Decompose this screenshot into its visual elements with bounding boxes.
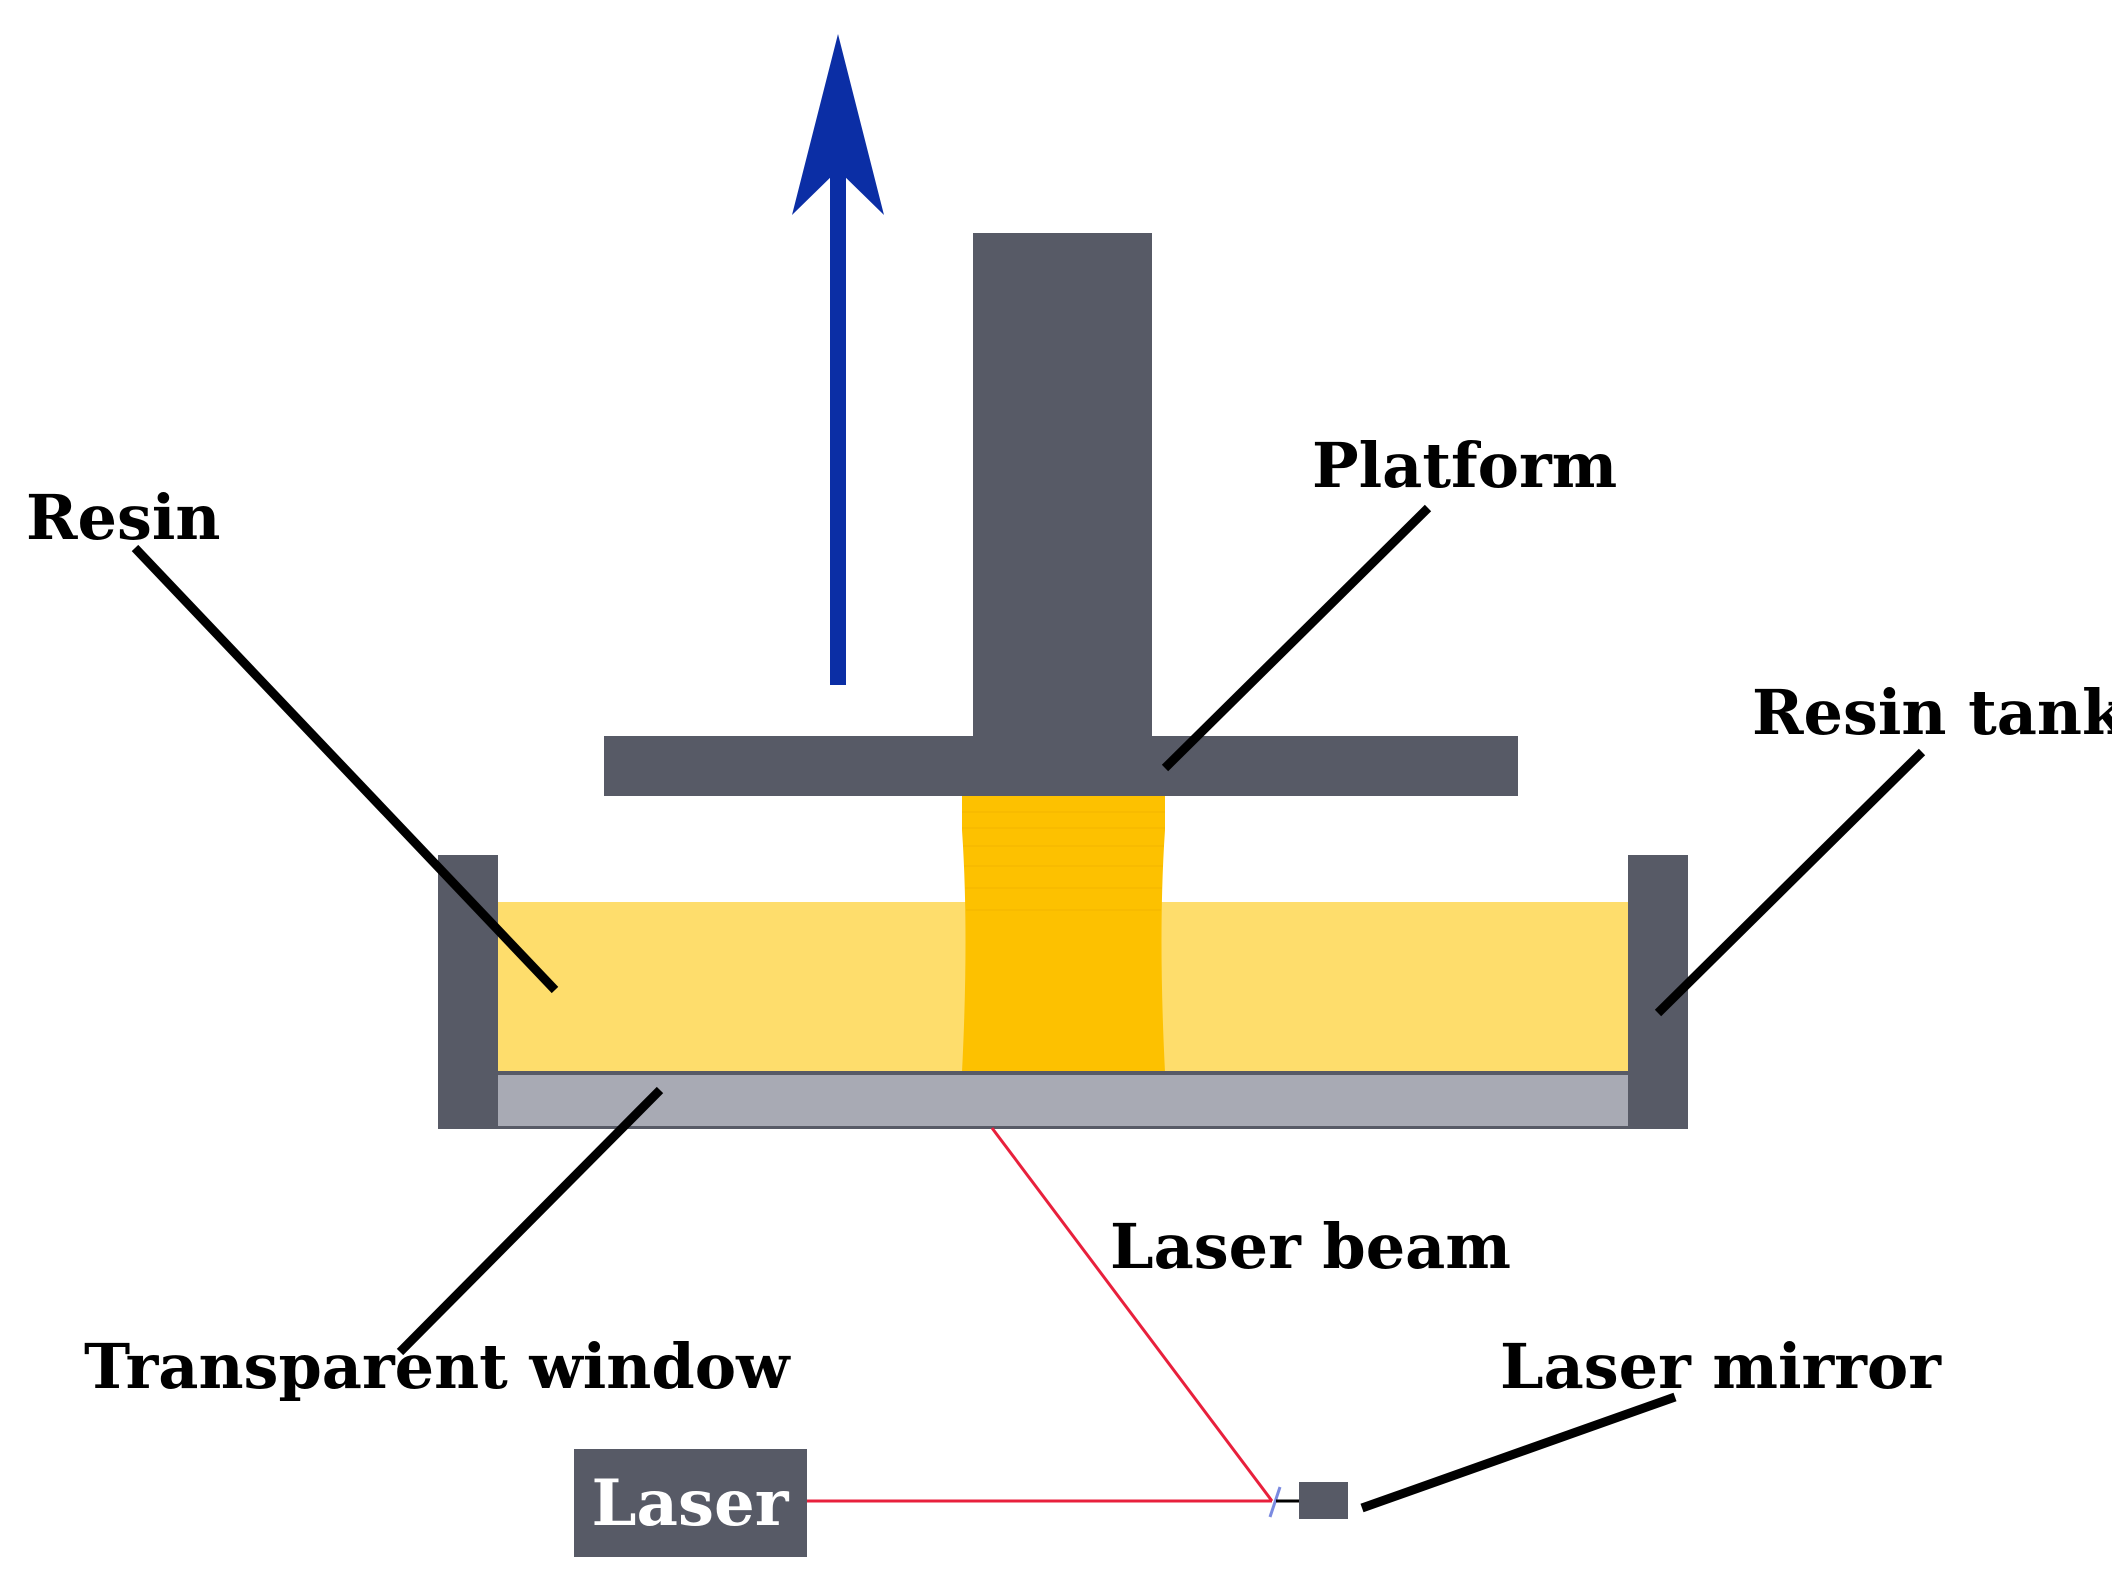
leader-resin <box>131 544 559 994</box>
laser-box <box>574 1449 807 1557</box>
cured-part-layers <box>962 811 1165 911</box>
label-transparent-window: Transparent window <box>84 1330 791 1403</box>
cured-part <box>962 796 1165 1072</box>
leader-platform <box>1161 504 1432 772</box>
leader-resin-tank <box>1654 748 1926 1017</box>
laser-beam <box>806 1127 1274 1503</box>
label-laser-mirror: Laser mirror <box>1500 1330 1942 1403</box>
leader-transparent-window <box>396 1086 664 1356</box>
tank-floor <box>438 1126 1688 1129</box>
label-resin: Resin <box>26 481 221 554</box>
laser-source: Laser <box>574 1449 807 1557</box>
laser-beam-reflected <box>990 1127 1274 1502</box>
up-arrow-head <box>792 34 884 215</box>
platform <box>604 233 1518 796</box>
resin-tank <box>438 796 1688 1129</box>
label-laser-beam: Laser beam <box>1110 1210 1511 1283</box>
label-platform: Platform <box>1312 429 1617 502</box>
laser-mirror <box>1268 1482 1348 1519</box>
mirror-surface <box>1268 1486 1282 1518</box>
label-resin-tank: Resin tank <box>1752 676 2112 749</box>
leader-lines <box>131 504 1926 1513</box>
up-arrow <box>792 34 884 685</box>
laser-label: Laser <box>592 1466 790 1541</box>
leader-laser-mirror <box>1360 1392 1677 1513</box>
platform-plate <box>604 736 1518 796</box>
mirror-mount <box>1299 1482 1348 1519</box>
transparent-window <box>495 1072 1630 1128</box>
platform-column <box>973 233 1152 738</box>
